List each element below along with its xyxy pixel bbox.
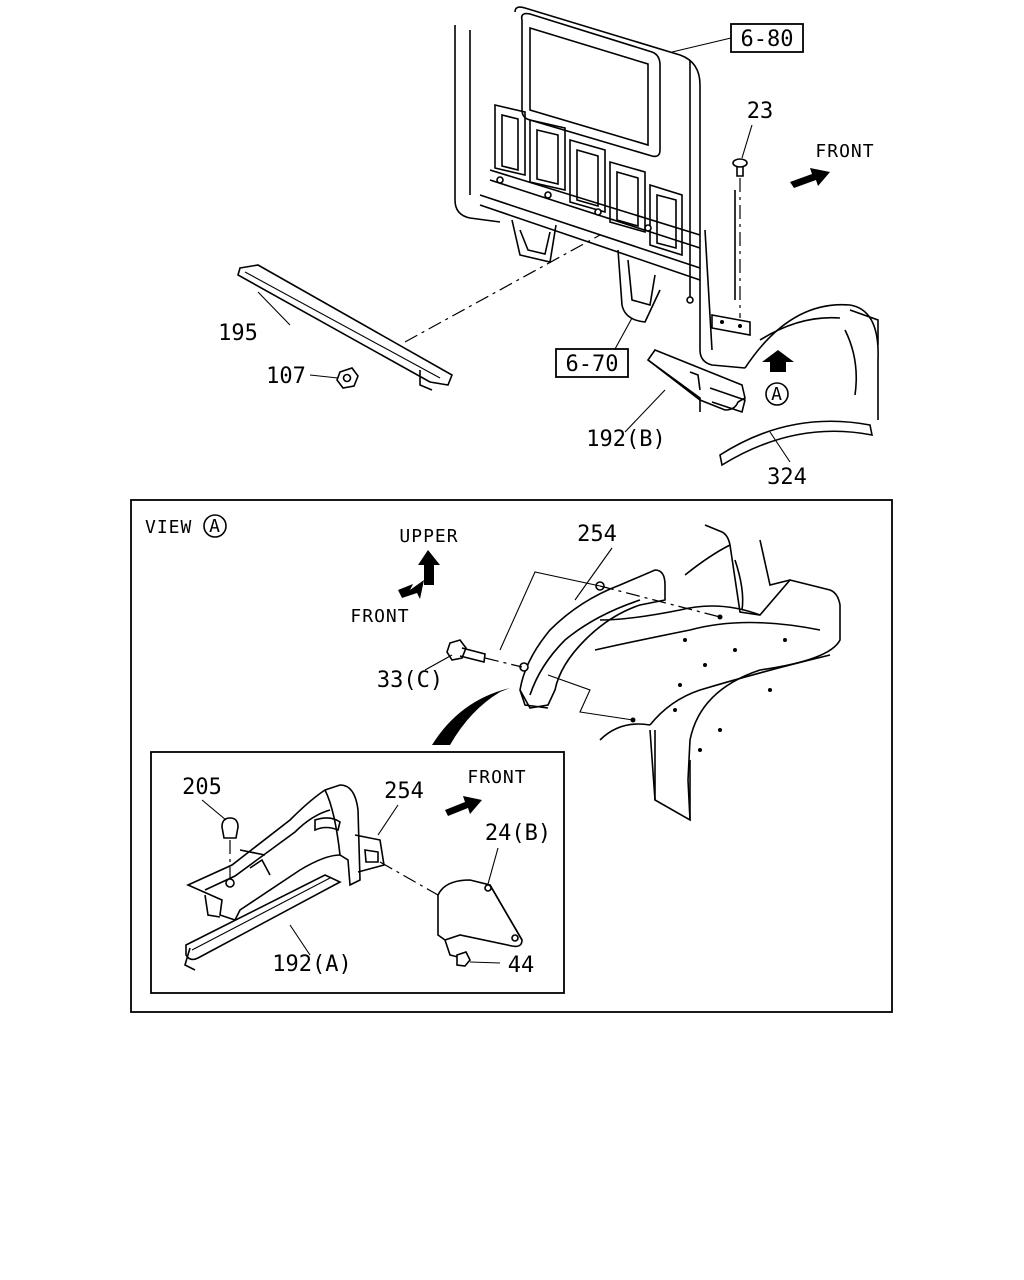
detail-part-24b [437, 847, 523, 959]
leader-254-24b [379, 861, 439, 896]
label-107: 107 [266, 364, 306, 389]
svg-text:FRONT: FRONT [467, 767, 526, 788]
label-23: 23 [747, 99, 774, 124]
svg-text:A: A [771, 384, 783, 405]
label-205: 205 [182, 775, 222, 800]
svg-text:A: A [209, 516, 221, 537]
label-192a: 192(A) [272, 952, 351, 977]
svg-text:FRONT: FRONT [350, 606, 409, 627]
part-195-strip [237, 264, 454, 391]
leader-254-fender [599, 585, 721, 618]
label-254-main: 254 [577, 522, 617, 547]
view-a-marker-top: A [762, 350, 794, 406]
leader-254-lower [547, 674, 634, 721]
label-254-detail: 254 [384, 779, 424, 804]
detail-part-44-screw [456, 951, 501, 967]
view-a-title: VIEW A [145, 514, 227, 538]
leader-6-80 [671, 37, 732, 53]
label-33c: 33(C) [377, 668, 443, 693]
label-192b: 192(B) [586, 427, 665, 452]
label-324: 324 [767, 465, 807, 490]
direction-compass: UPPER FRONT [350, 526, 458, 627]
leader-254-bracket [499, 571, 601, 651]
detail-part-254 [186, 784, 399, 921]
detail-curve-arrow [432, 688, 510, 745]
label-44: 44 [508, 953, 535, 978]
part-107-nut [309, 367, 359, 389]
detail-part-192a [184, 874, 342, 971]
label-195: 195 [218, 321, 258, 346]
cab-rear-panel [454, 6, 879, 420]
part-192b [624, 349, 746, 433]
detail-inset-frame [150, 751, 565, 994]
svg-text:UPPER: UPPER [399, 526, 458, 547]
view-a-part-254 [519, 547, 666, 709]
part-33c-bolt [424, 639, 523, 671]
view-a-fender [594, 524, 841, 822]
svg-text:FRONT: FRONT [815, 141, 874, 162]
leader-195-cab [404, 234, 601, 343]
svg-text:6-70: 6-70 [566, 352, 619, 377]
leader-6-70 [614, 317, 633, 350]
part-324-strip [719, 420, 874, 467]
front-arrow-top: FRONT [790, 141, 874, 188]
front-arrow-detail: FRONT [445, 767, 526, 816]
part-23-clip [732, 124, 753, 318]
part-205-plug [201, 799, 239, 878]
label-24b: 24(B) [485, 821, 551, 846]
ref-box-6-80[interactable]: 6-80 [730, 23, 804, 53]
view-a-frame [130, 499, 893, 1013]
ref-box-6-70[interactable]: 6-70 [555, 348, 629, 378]
svg-text:6-80: 6-80 [741, 27, 794, 52]
svg-text:VIEW: VIEW [145, 517, 192, 538]
